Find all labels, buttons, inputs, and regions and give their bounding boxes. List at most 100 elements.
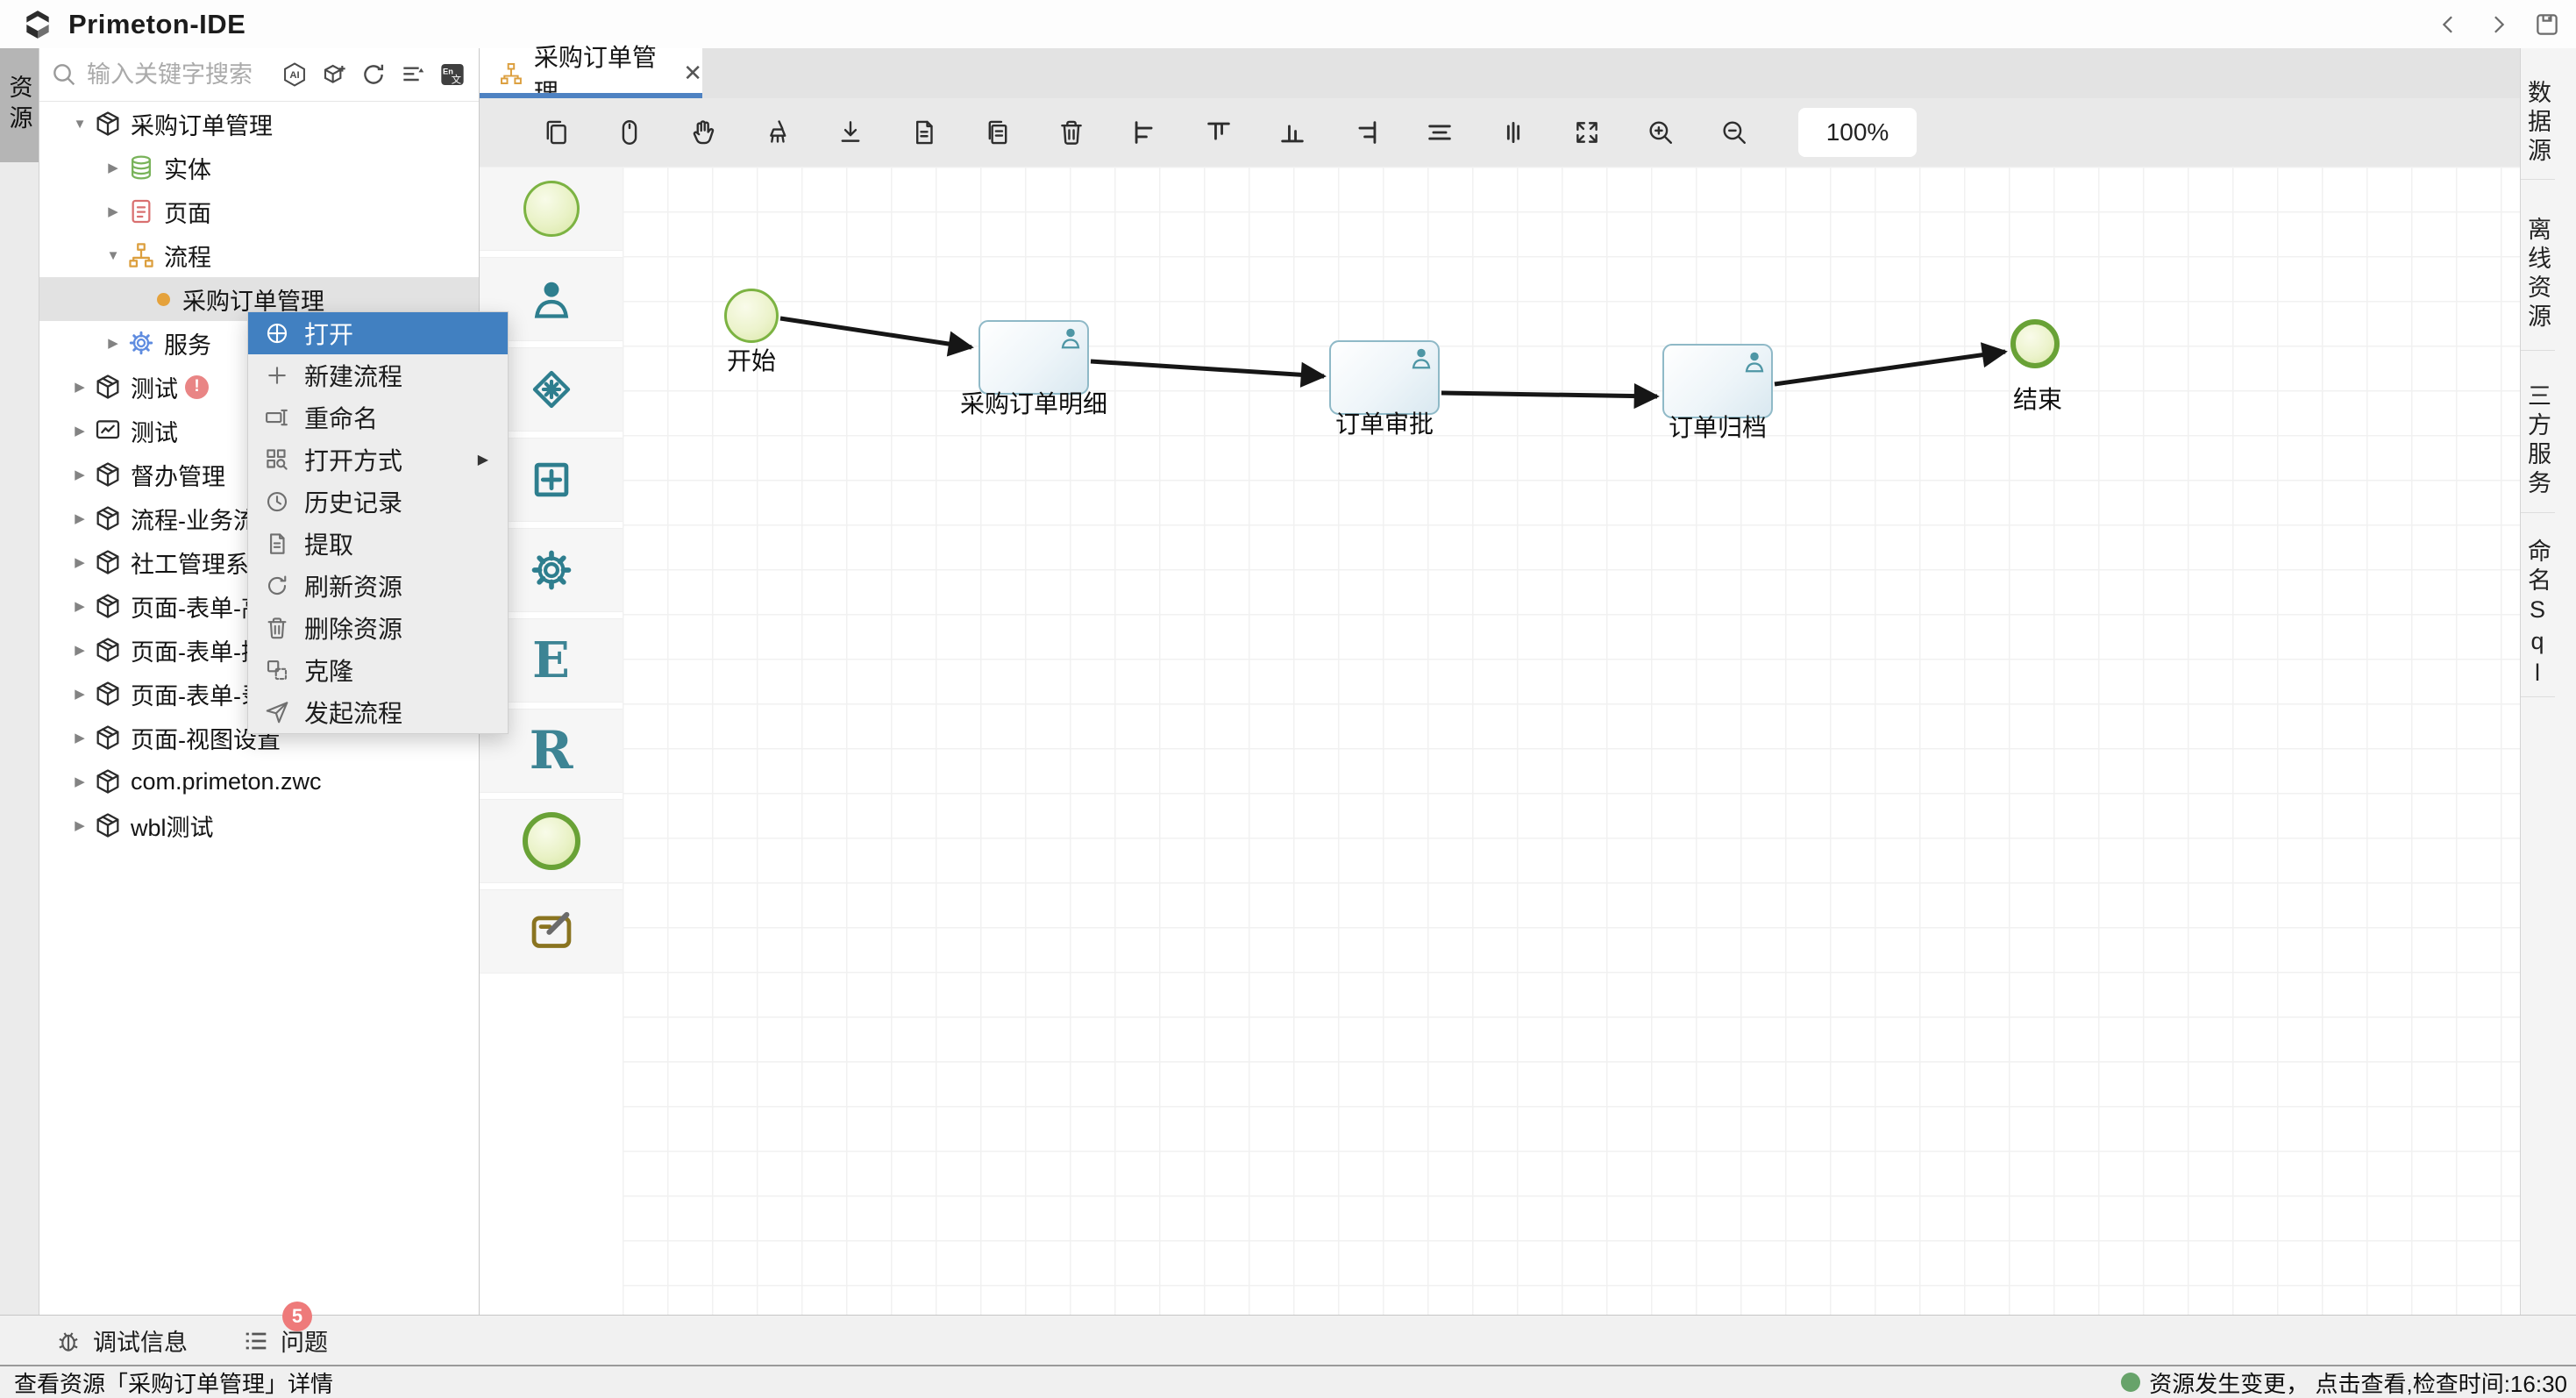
diagram-canvas[interactable]: 开始 采购订单明细 订单审批 订单归档 结束 bbox=[623, 167, 2520, 1316]
task-node[interactable] bbox=[978, 320, 1089, 395]
tab-purchase-order[interactable]: 采购订单管理 ✕ bbox=[480, 44, 702, 106]
align-right-icon[interactable] bbox=[1351, 118, 1381, 147]
expander-icon[interactable]: ▼ bbox=[73, 116, 87, 132]
expander-icon[interactable]: ▶ bbox=[75, 818, 85, 833]
distribute-v-icon[interactable] bbox=[1498, 118, 1528, 147]
expander-icon[interactable]: ▶ bbox=[108, 204, 118, 219]
trash-icon[interactable] bbox=[1057, 118, 1086, 147]
problems-button[interactable]: 问题 bbox=[242, 1323, 328, 1358]
node-label: 开始 bbox=[726, 347, 777, 374]
list-icon bbox=[242, 1327, 270, 1355]
menu-item[interactable]: 删除资源 bbox=[248, 607, 508, 649]
menu-item[interactable]: 打开方式▶ bbox=[248, 439, 508, 481]
menu-item[interactable]: 克隆 bbox=[248, 649, 508, 691]
tab-resources[interactable]: 资源 bbox=[0, 48, 39, 162]
menu-item-label: 打开方式 bbox=[304, 447, 403, 474]
document-icon[interactable] bbox=[909, 118, 939, 147]
tree-item[interactable]: ▼采购订单管理 bbox=[39, 102, 479, 146]
right-tab[interactable]: 命名Sql bbox=[2521, 513, 2555, 697]
mouse-icon[interactable] bbox=[615, 118, 644, 147]
end-event-node[interactable] bbox=[2010, 319, 2060, 368]
refresh-tree-icon[interactable] bbox=[359, 61, 388, 89]
menu-item[interactable]: 打开 bbox=[248, 312, 508, 354]
right-tab[interactable]: 离线资源 bbox=[2521, 180, 2555, 351]
tree-item[interactable]: ▶督办管理 bbox=[39, 453, 479, 496]
entity-icon bbox=[127, 153, 155, 182]
zoom-level-input[interactable]: 100% bbox=[1798, 108, 1917, 157]
package-icon bbox=[94, 460, 122, 489]
expander-icon[interactable]: ▶ bbox=[75, 687, 85, 702]
fit-screen-icon[interactable] bbox=[1572, 118, 1602, 147]
brush-icon[interactable] bbox=[762, 118, 792, 147]
menu-item[interactable]: 刷新资源 bbox=[248, 565, 508, 607]
tree-item[interactable]: ▶实体 bbox=[39, 146, 479, 189]
expander-icon[interactable]: ▶ bbox=[75, 511, 85, 526]
expander-icon[interactable]: ▶ bbox=[75, 774, 85, 789]
resource-change-notice[interactable]: 资源发生变更， 点击查看,检查时间:16:30 bbox=[2121, 1366, 2567, 1398]
start-event-node[interactable] bbox=[724, 289, 779, 343]
align-left-icon[interactable] bbox=[1130, 118, 1160, 147]
save-icon[interactable] bbox=[2534, 11, 2560, 38]
align-top-icon[interactable] bbox=[1204, 118, 1234, 147]
menu-item-label: 删除资源 bbox=[304, 616, 403, 643]
tree-item-label: wbl测试 bbox=[131, 814, 214, 841]
tree-item[interactable]: ▶页面 bbox=[39, 189, 479, 233]
right-tab[interactable]: 三方服务 bbox=[2521, 351, 2555, 513]
svg-text:文: 文 bbox=[452, 73, 461, 85]
task-node[interactable] bbox=[1662, 344, 1773, 418]
right-tab[interactable]: 数据源 bbox=[2521, 48, 2555, 180]
tree-item[interactable]: ▶ wbl测试 bbox=[39, 803, 479, 847]
expander-icon[interactable]: ▶ bbox=[108, 160, 118, 175]
nav-back-icon[interactable] bbox=[2436, 11, 2462, 38]
debug-info-button[interactable]: 调试信息 bbox=[54, 1323, 188, 1358]
expander-icon[interactable]: ▶ bbox=[75, 467, 85, 482]
expander-icon[interactable]: ▶ bbox=[75, 424, 85, 439]
palette-item-start-event[interactable] bbox=[480, 167, 623, 251]
expander-icon[interactable]: ▶ bbox=[75, 731, 85, 745]
sort-list-icon[interactable] bbox=[399, 61, 427, 89]
tab-close-icon[interactable]: ✕ bbox=[683, 60, 702, 86]
tree-item-label: 测试 bbox=[131, 419, 178, 446]
menu-item[interactable]: 发起流程 bbox=[248, 691, 508, 733]
menu-item[interactable]: 历史记录 bbox=[248, 481, 508, 523]
download-icon[interactable] bbox=[836, 118, 865, 147]
menu-item[interactable]: 新建流程 bbox=[248, 354, 508, 396]
document-copy-icon[interactable] bbox=[983, 118, 1013, 147]
expander-icon[interactable]: ▶ bbox=[108, 336, 118, 351]
expander-icon[interactable]: ▶ bbox=[75, 643, 85, 658]
problems-label: 问题 bbox=[281, 1330, 328, 1356]
tree-item[interactable]: ▶服务 bbox=[39, 321, 479, 365]
tree-item[interactable]: ▶ 测试 bbox=[39, 409, 479, 453]
tree-item[interactable]: ▶测试! bbox=[39, 365, 479, 409]
menu-item[interactable]: 提取 bbox=[248, 523, 508, 565]
palette-item-annotation[interactable] bbox=[480, 889, 623, 974]
task-node[interactable] bbox=[1329, 340, 1440, 415]
palette-letter: E bbox=[532, 631, 570, 689]
menu-item-label: 重命名 bbox=[304, 405, 379, 432]
menu-item-label: 发起流程 bbox=[304, 700, 403, 727]
ai-search-icon[interactable]: AI bbox=[281, 61, 309, 89]
align-center-h-icon[interactable] bbox=[1425, 118, 1455, 147]
hand-icon[interactable] bbox=[688, 118, 718, 147]
expander-icon[interactable]: ▶ bbox=[75, 380, 85, 395]
expander-icon[interactable]: ▼ bbox=[106, 247, 120, 263]
align-bottom-icon[interactable] bbox=[1277, 118, 1307, 147]
zoom-out-icon[interactable] bbox=[1719, 118, 1749, 147]
expander-icon[interactable]: ▶ bbox=[75, 555, 85, 570]
bug-icon bbox=[54, 1327, 82, 1355]
new-package-icon[interactable] bbox=[320, 61, 348, 89]
palette-item-rule-letter[interactable]: R bbox=[480, 709, 623, 793]
package-icon bbox=[94, 811, 122, 839]
palette-item-end-event[interactable] bbox=[480, 799, 623, 883]
package-icon bbox=[94, 373, 122, 401]
tree-item[interactable]: ▶com.primeton.zwc bbox=[39, 760, 479, 803]
menu-item[interactable]: 重命名 bbox=[248, 396, 508, 439]
copy-icon[interactable] bbox=[541, 118, 571, 147]
tree-item[interactable]: ▼流程 bbox=[39, 233, 479, 277]
search-input[interactable] bbox=[85, 60, 299, 89]
trash-icon bbox=[264, 615, 290, 641]
nav-forward-icon[interactable] bbox=[2485, 11, 2511, 38]
zoom-in-icon[interactable] bbox=[1646, 118, 1676, 147]
expander-icon[interactable]: ▶ bbox=[75, 599, 85, 614]
